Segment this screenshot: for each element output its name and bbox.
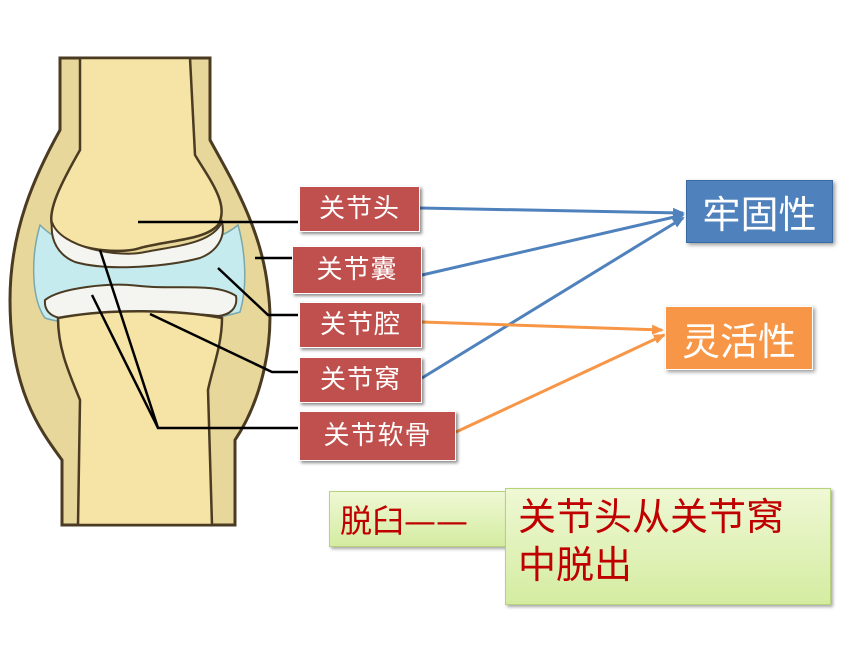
definition-line-1: 关节头从关节窝 xyxy=(518,495,785,539)
dislocation-definition: 关节头从关节窝 中脱出 xyxy=(505,488,831,605)
property-flexibility: 灵活性 xyxy=(665,306,813,370)
upper-cartilage xyxy=(50,218,224,269)
arrow-socket-to-firmness xyxy=(421,216,685,380)
pointer-lines xyxy=(90,220,298,430)
label-joint-cavity: 关节腔 xyxy=(299,302,422,348)
arrow-cavity-to-flexibility xyxy=(421,320,664,335)
arrow-cartilage-to-flexibility xyxy=(455,333,666,434)
arrow-head-to-firmness xyxy=(419,206,685,218)
dislocation-term: 脱臼—— xyxy=(329,491,509,547)
relation-arrows xyxy=(419,206,685,434)
definition-line-2: 中脱出 xyxy=(518,543,633,587)
property-firmness: 牢固性 xyxy=(686,180,833,243)
label-articular-cartilage: 关节软骨 xyxy=(299,411,456,461)
upper-bone xyxy=(50,56,223,253)
label-joint-head: 关节头 xyxy=(299,186,420,232)
label-joint-socket: 关节窝 xyxy=(299,357,422,403)
arrow-capsule-to-firmness xyxy=(421,212,685,277)
lower-bone xyxy=(56,309,224,527)
label-joint-capsule: 关节囊 xyxy=(292,246,422,294)
